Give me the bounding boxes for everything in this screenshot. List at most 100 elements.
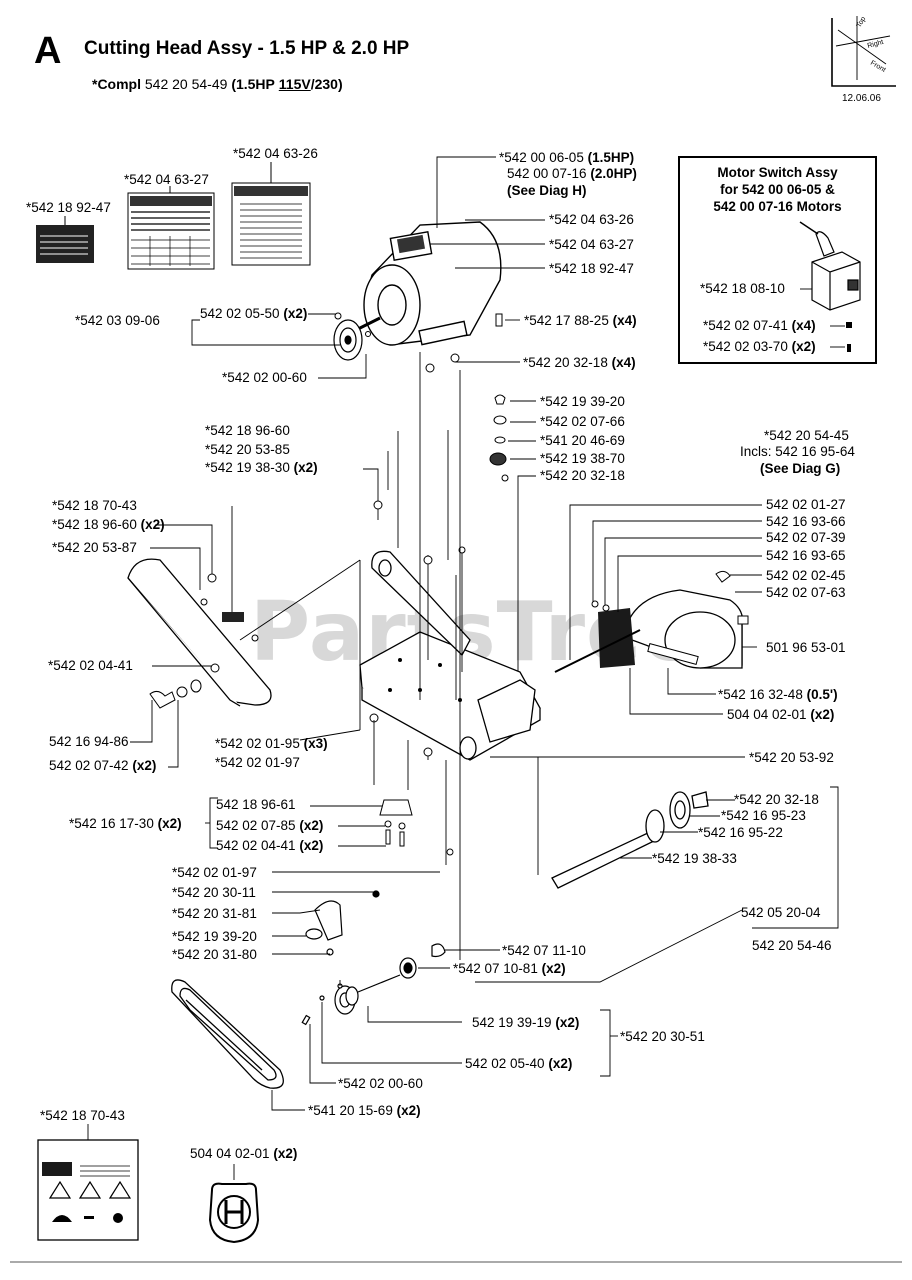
label-sh-shaft: *542 19 38-33 <box>652 851 737 866</box>
compl-prefix: *Compl <box>92 76 141 92</box>
label-bg-3: 542 02 07-39 <box>766 530 846 545</box>
label-guard-a: *542 18 70-43 <box>52 498 137 513</box>
label-bg-9: 504 04 02-01 (x2) <box>727 707 835 722</box>
label-motor-nut: *542 20 32-18 (x4) <box>523 355 636 370</box>
label-pulley-screw: 542 02 05-50 (x2) <box>200 306 308 321</box>
label-bottom-decal: *542 18 70-43 <box>40 1108 125 1123</box>
axis-front-label: Front <box>869 60 887 74</box>
label-bg-4: 542 16 93-65 <box>766 548 846 563</box>
compl-line: *Compl 542 20 54-49 (1.5HP 115V/230) <box>92 76 343 92</box>
label-pulley-grp: *542 03 09-06 <box>75 313 160 328</box>
section-letter: A <box>34 30 62 72</box>
decal-542-04-63-26 <box>231 182 311 266</box>
label-bg-7: 501 96 53-01 <box>766 640 846 655</box>
label-guard-b: *542 18 96-60 (x2) <box>52 517 165 532</box>
label-shaft-assy-b: 542 20 54-46 <box>752 938 832 953</box>
belt-guard <box>127 558 272 707</box>
cutting-head-base <box>359 550 541 761</box>
compl-volt2: /230) <box>310 76 343 92</box>
label-shaft-grp: *542 20 53-92 <box>749 750 834 765</box>
label-lever-b: *542 20 30-11 <box>172 885 256 900</box>
label-bg-5: 542 02 02-45 <box>766 568 846 583</box>
label-motor-15: *542 00 06-05 (1.5HP) <box>499 150 635 165</box>
label-knob-e: *542 20 32-18 <box>540 468 625 483</box>
label-clamp-grp: *542 16 17-30 (x2) <box>69 816 182 831</box>
label-lever-a: *542 02 01-97 <box>172 865 257 880</box>
page-title: Cutting Head Assy - 1.5 HP & 2.0 HP <box>84 38 410 59</box>
label-pulley-key: *542 02 00-60 <box>222 370 307 385</box>
label-m-decal-1: *542 04 63-26 <box>549 212 634 227</box>
label-mount-b: *542 20 53-85 <box>205 442 290 457</box>
label-mount-c: *542 19 38-30 (x2) <box>205 460 318 475</box>
lever <box>305 890 380 956</box>
box-title-line1: Motor Switch Assy <box>717 165 838 180</box>
label-logo-decal: 504 04 02-01 (x2) <box>190 1146 298 1161</box>
label-guard-bolt: *542 02 04-41 <box>48 658 133 673</box>
clamp-parts <box>379 799 413 847</box>
label-bg-8: *542 16 32-48 (0.5') <box>718 687 838 702</box>
label-base-b: *542 02 01-97 <box>215 755 300 770</box>
label-blade-diag: (See Diag G) <box>760 461 841 476</box>
belt <box>171 979 284 1089</box>
label-ring: *542 07 11-10 <box>502 943 586 958</box>
label-m-decal-3: *542 18 92-47 <box>549 261 634 276</box>
date-label: 12.06.06 <box>842 93 881 104</box>
label-belt: *541 20 15-69 (x2) <box>308 1103 421 1118</box>
axis-right-label: Right <box>867 39 885 50</box>
label-blade-guard: *542 20 54-45 <box>764 428 849 443</box>
label-shaft-assy-a: 542 05 20-04 <box>741 905 821 920</box>
label-guard-c: *542 20 53-87 <box>52 540 137 555</box>
drive-shaft <box>551 791 709 889</box>
label-lever-c: *542 20 31-81 <box>172 906 257 921</box>
motor-switch <box>811 231 861 311</box>
label-guard-washer: 542 02 07-42 (x2) <box>49 758 157 773</box>
label-dp-set: 542 02 05-40 (x2) <box>465 1056 573 1071</box>
decal-542-18-92-47 <box>36 225 94 263</box>
label-knob-c: *541 20 46-69 <box>540 433 625 448</box>
label-m-decal-2: *542 04 63-27 <box>549 237 634 252</box>
motor-switch-box: Motor Switch Assy for 542 00 06-05 & 542… <box>678 156 877 364</box>
driven-pulley <box>301 943 446 1026</box>
label-bg-1: 542 02 01-27 <box>766 497 846 512</box>
label-sh-bear: *542 16 95-23 <box>721 808 806 823</box>
axis-top-label: Top <box>856 16 868 29</box>
motor <box>363 221 502 346</box>
label-decal-0: *542 18 92-47 <box>26 200 111 215</box>
switch-part-3: *542 02 03-70 (x2) <box>703 339 816 354</box>
label-guard-knob: 542 16 94-86 <box>49 734 129 749</box>
label-dp-grp: *542 20 30-51 <box>620 1029 705 1044</box>
label-motor-diag: (See Diag H) <box>507 183 587 198</box>
label-sh-nut: *542 20 32-18 <box>734 792 819 807</box>
label-blade-incls: Incls: 542 16 95-64 <box>740 444 855 459</box>
husqvarna-logo <box>208 1182 260 1244</box>
label-sh-bear2: *542 16 95-22 <box>698 825 783 840</box>
box-title-line2: for 542 00 06-05 & <box>720 182 835 197</box>
compl-open: (1.5HP <box>231 76 275 92</box>
label-clamp-a: 542 18 96-61 <box>216 797 296 812</box>
label-bg-2: 542 16 93-66 <box>766 514 846 529</box>
label-bearing: *542 07 10-81 (x2) <box>453 961 566 976</box>
label-knob-d: *542 19 38-70 <box>540 451 625 466</box>
warning-decal <box>37 1139 139 1241</box>
label-lever-d: *542 19 39-20 <box>172 929 257 944</box>
label-clamp-c: 542 02 04-41 (x2) <box>216 838 324 853</box>
label-mount-a: *542 18 96-60 <box>205 423 290 438</box>
label-knob-a: *542 19 39-20 <box>540 394 625 409</box>
compl-volt1: 115V <box>278 76 311 92</box>
label-dp-key: *542 02 00-60 <box>338 1076 423 1091</box>
label-knob-b: *542 02 07-66 <box>540 414 625 429</box>
compl-part: 542 20 54-49 <box>144 76 228 92</box>
label-clamp-b: 542 02 07-85 (x2) <box>216 818 324 833</box>
knob-parts <box>489 394 509 482</box>
label-base-a: *542 02 01-95 (x3) <box>215 736 328 751</box>
label-decal-2: *542 04 63-26 <box>233 146 318 161</box>
label-motor-20: 542 00 07-16 (2.0HP) <box>507 166 637 181</box>
label-dp-screw: 542 19 39-19 (x2) <box>472 1015 580 1030</box>
box-title-line3: 542 00 07-16 Motors <box>713 199 842 214</box>
switch-part-2: *542 02 07-41 (x4) <box>703 318 816 333</box>
label-lever-e: *542 20 31-80 <box>172 947 257 962</box>
motor-pulley <box>333 319 363 361</box>
label-decal-1: *542 04 63-27 <box>124 172 209 187</box>
label-bg-6: 542 02 07-63 <box>766 585 846 600</box>
